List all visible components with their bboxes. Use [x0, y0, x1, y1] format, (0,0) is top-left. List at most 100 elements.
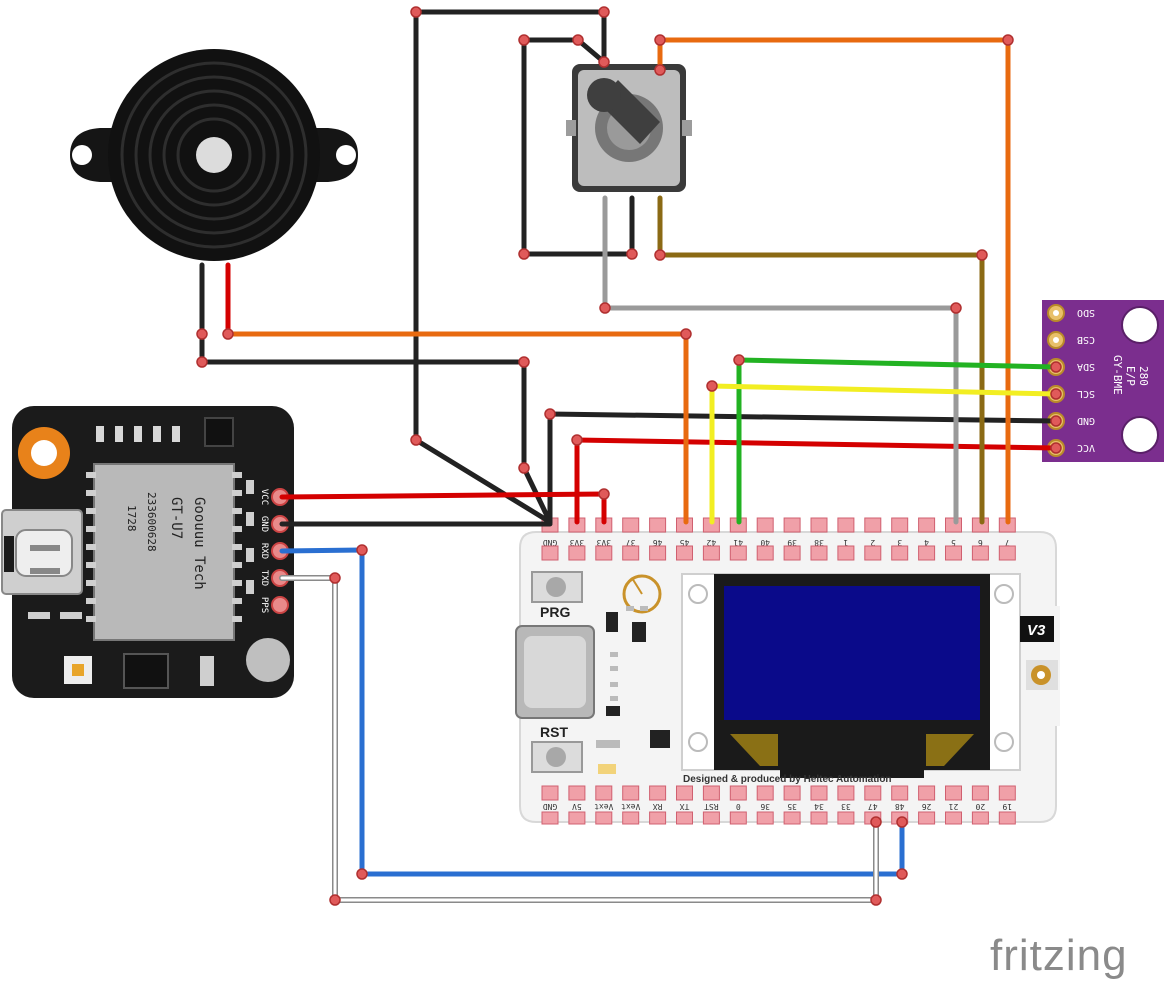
- heltec-bottom-pin-label: GND: [543, 802, 558, 811]
- heltec-bottom-pin-pad: [891, 785, 909, 801]
- heltec-top-pin-label: 6: [978, 538, 983, 547]
- gps-brand-line2: GT-U7: [168, 497, 184, 539]
- heltec-top-pin-label: 2: [870, 538, 875, 547]
- bme-name-line2: E/P: [1124, 366, 1137, 386]
- heltec-bottom-pin-label: Vext: [594, 802, 613, 811]
- heltec-top-pin-pad: [864, 517, 882, 533]
- gps-pin-label: RXD: [259, 543, 269, 559]
- heltec-top-pin-hole: [729, 545, 747, 561]
- heltec-bottom-pin-hole: [918, 811, 936, 825]
- heltec-bottom-pin-hole: [837, 811, 855, 825]
- heltec-bottom-pin-label: 20: [975, 802, 985, 811]
- heltec-top-pin-hole: [810, 545, 828, 561]
- rotary-potentiometer: [566, 64, 692, 192]
- heltec-bottom-pin-pad: [541, 785, 559, 801]
- heltec-bottom-pin-label: Vext: [621, 802, 640, 811]
- heltec-top-pin-label: 7: [1005, 538, 1010, 547]
- bme-pin-label: SDO: [1077, 307, 1095, 318]
- heltec-bottom-pin-pad: [649, 785, 667, 801]
- prg-label: PRG: [540, 604, 570, 620]
- heltec-bottom-pin-pad: [676, 785, 693, 801]
- wire-scl: [709, 383, 1059, 525]
- wire-pot-gray: [602, 195, 959, 525]
- heltec-top-pin-hole: [837, 545, 855, 561]
- heltec-bottom-pin-label: 47: [868, 802, 878, 811]
- wire-pot-brown: [657, 195, 985, 525]
- bme-pin-label: SDA: [1077, 361, 1095, 372]
- heltec-top-pin-hole: [945, 545, 962, 561]
- heltec-bottom-pin-label: TX: [680, 802, 690, 811]
- gps-pin-label: TXD: [259, 570, 269, 586]
- heltec-bottom-pin-label: 35: [787, 802, 797, 811]
- wire-endpoints: [196, 6, 1062, 906]
- heltec-top-pin-hole: [891, 545, 909, 561]
- heltec-bottom-pin-label: 21: [949, 802, 959, 811]
- heltec-bottom-pin-pad: [864, 785, 882, 801]
- heltec-bottom-pin-hole: [945, 811, 962, 825]
- heltec-bottom-pin-pad: [622, 785, 640, 801]
- heltec-top-pin-hole: [676, 545, 693, 561]
- heltec-top-pin-label: 4: [924, 538, 929, 547]
- heltec-top-pin-label: 46: [653, 538, 663, 547]
- heltec-bottom-pin-hole: [568, 811, 586, 825]
- gps-pin-label: PPS: [259, 597, 269, 613]
- heltec-top-pin-label: 39: [787, 538, 797, 547]
- heltec-top-pin-hole: [702, 545, 720, 561]
- heltec-bottom-pin-label: RST: [704, 802, 719, 811]
- heltec-top-pin-label: 45: [680, 538, 690, 547]
- heltec-top-pin-label: 3V3: [569, 538, 584, 547]
- heltec-bottom-pin-hole: [595, 811, 613, 825]
- heltec-top-pin-pad: [649, 517, 667, 533]
- prg-button: PRG: [531, 571, 583, 620]
- antenna-connector-icon: [1026, 660, 1058, 690]
- heltec-top-pin-pad: [918, 517, 936, 533]
- heltec-bottom-pin-pad: [971, 785, 989, 801]
- heltec-top-pin-label: 3V3: [596, 538, 611, 547]
- heltec-bottom-pin-hole: [998, 811, 1016, 825]
- heltec-top-pin-hole: [998, 545, 1016, 561]
- oled-display: [681, 573, 1021, 778]
- heltec-bottom-pin-hole: [783, 811, 801, 825]
- heltec-bottom-pin-label: 26: [922, 802, 932, 811]
- heltec-bottom-pin-hole: [676, 811, 693, 825]
- heltec-bottom-pin-pad: [783, 785, 801, 801]
- heltec-bottom-pin-pad: [568, 785, 586, 801]
- heltec-top-pin-label: 40: [760, 538, 770, 547]
- heltec-bottom-pin-label: 5V: [572, 802, 582, 811]
- heltec-bottom-pin-label: 48: [895, 802, 905, 811]
- rst-label: RST: [540, 724, 568, 740]
- heltec-top-pin-pad: [622, 517, 640, 533]
- heltec-bottom-pin-pad: [595, 785, 613, 801]
- bme-name-line1: GY-BME: [1111, 355, 1124, 395]
- heltec-top-pin-hole: [568, 545, 586, 561]
- heltec-top-pin-label: GND: [543, 538, 558, 547]
- heltec-top-pin-hole: [595, 545, 613, 561]
- piezo-buzzer: [70, 49, 358, 261]
- heltec-bottom-pin-pad: [810, 785, 828, 801]
- fritzing-logo: fritzing: [990, 931, 1128, 980]
- gps-module: Goouuu Tech GT-U7 233600628 1728 VCCGNDR…: [1, 406, 294, 698]
- antenna-coil-icon: [622, 574, 662, 614]
- heltec-bottom-pin-label: 34: [814, 802, 824, 811]
- heltec-bottom-pin-pad: [918, 785, 936, 801]
- heltec-top-pin-hole: [783, 545, 801, 561]
- heltec-top-pin-label: 41: [733, 538, 743, 547]
- heltec-top-pin-pad: [837, 517, 855, 533]
- heltec-top-pin-hole: [541, 545, 559, 561]
- wire-pot-orange: [657, 37, 1011, 525]
- heltec-top-pin-hole: [918, 545, 936, 561]
- heltec-top-pin-hole: [649, 545, 667, 561]
- heltec-bottom-pin-pad: [945, 785, 962, 801]
- heltec-top-pin-hole: [622, 545, 640, 561]
- heltec-bottom-pin-label: 0: [736, 802, 741, 811]
- heltec-top-pin-pad: [756, 517, 774, 533]
- heltec-bottom-pin-hole: [810, 811, 828, 825]
- heltec-top-pin-label: 5: [951, 538, 956, 547]
- heltec-bottom-pin-label: RX: [653, 802, 663, 811]
- heltec-top-pin-label: 37: [626, 538, 636, 547]
- heltec-top-pin-hole: [756, 545, 774, 561]
- gps-code-line2: 1728: [125, 505, 138, 532]
- heltec-top-pin-hole: [864, 545, 882, 561]
